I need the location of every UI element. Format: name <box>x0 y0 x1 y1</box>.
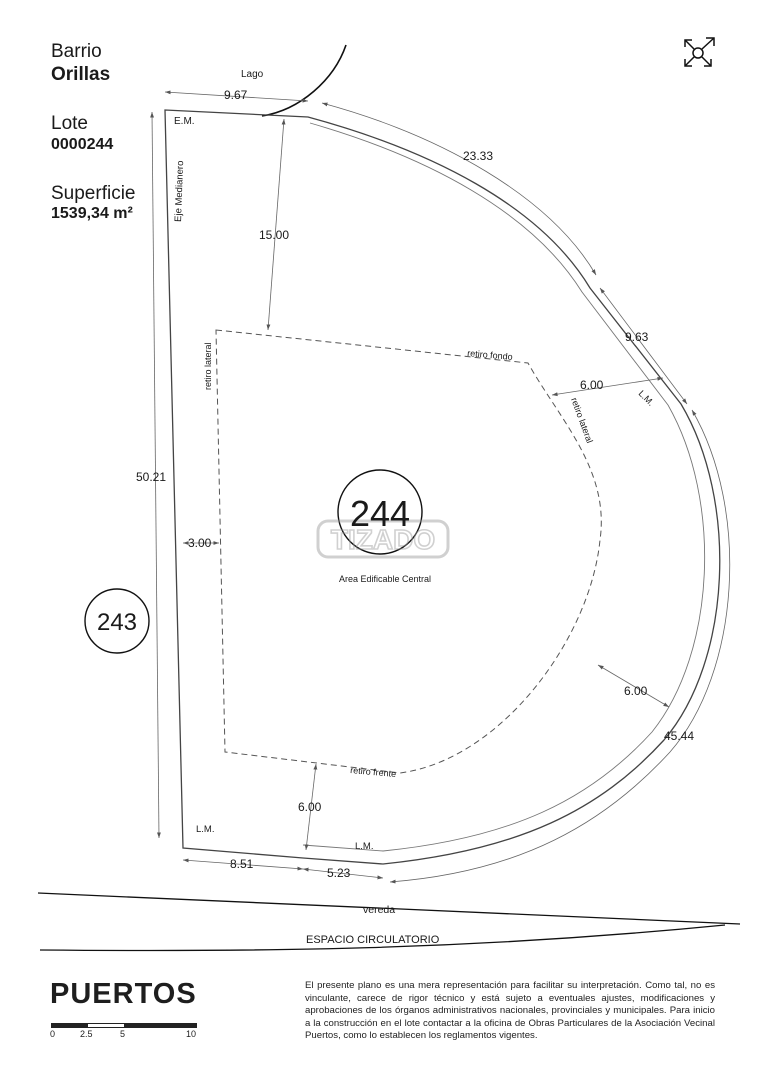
lm-right-label: L.M. <box>637 388 656 407</box>
puertos-logo: PUERTOS <box>50 978 197 1010</box>
expand-arrows-icon <box>684 37 715 67</box>
scale-bar <box>51 1023 197 1028</box>
superficie-label: Superficie <box>51 183 136 204</box>
dim-setback-side-left: 3.00 <box>188 536 212 550</box>
neighbor-lot-circle <box>84 588 150 654</box>
dim-right-seg: 9.63 <box>625 330 649 344</box>
dim-bottom-right: 5.23 <box>327 866 351 880</box>
dim-bottom-left: 8.51 <box>230 857 254 871</box>
superficie-value: 1539,34 m² <box>51 205 133 222</box>
espacio-circulatorio-label: ESPACIO CIRCULATORIO <box>306 934 440 946</box>
street-line-bottom <box>39 924 726 952</box>
frontage-offset-line <box>302 122 706 852</box>
barrio-name: Orillas <box>51 64 111 85</box>
watermark-text: TIZADO <box>331 524 435 555</box>
watermark: TIZADO <box>316 519 450 559</box>
neighbor-lot-number: 243 <box>97 609 137 636</box>
scale-label-2-5: 2.5 <box>80 1029 93 1039</box>
retiro-lateral-right-label: retiro lateral <box>569 396 595 444</box>
scale-label-0: 0 <box>50 1029 56 1039</box>
dim-curve-front: 45.44 <box>664 729 694 743</box>
lote-number: 0000244 <box>51 136 114 153</box>
retiro-lateral-left-label: retiro lateral <box>203 342 213 390</box>
lm-bottom-mid-label: L.M. <box>355 841 373 852</box>
scale-label-5: 5 <box>120 1029 126 1039</box>
lm-bottom-left-label: L.M. <box>196 824 214 835</box>
dim-setback-side-right: 6.00 <box>580 378 604 392</box>
dim-left-side: 50.21 <box>136 470 166 484</box>
scale-label-10: 10 <box>186 1029 197 1039</box>
dim-setback-front: 6.00 <box>298 800 322 814</box>
barrio-label: Barrio <box>51 41 102 62</box>
eje-medianero-label: Eje Medianero <box>173 160 186 222</box>
dim-setback-curve: 6.00 <box>624 684 648 698</box>
dim-top: 9.67 <box>224 88 248 102</box>
lot-number: 244 <box>350 493 410 534</box>
lago-label: Lago <box>241 69 264 80</box>
area-label: Area Edificable Central <box>339 574 431 584</box>
dim-setback-back: 15.00 <box>259 228 289 242</box>
retiro-fondo-label: retiro fondo <box>467 348 513 362</box>
em-label: E.M. <box>174 116 195 127</box>
lote-label: Lote <box>51 113 88 134</box>
lot-boundary <box>164 109 721 865</box>
dim-arc-top: 23.33 <box>463 149 493 163</box>
lot-number-circle <box>337 469 423 555</box>
vereda-label: vereda <box>363 904 395 916</box>
lake-shoreline <box>261 44 347 117</box>
disclaimer-text: El presente plano es una mera representa… <box>305 980 715 1042</box>
retiro-frente-label: retiro frente <box>350 765 397 779</box>
